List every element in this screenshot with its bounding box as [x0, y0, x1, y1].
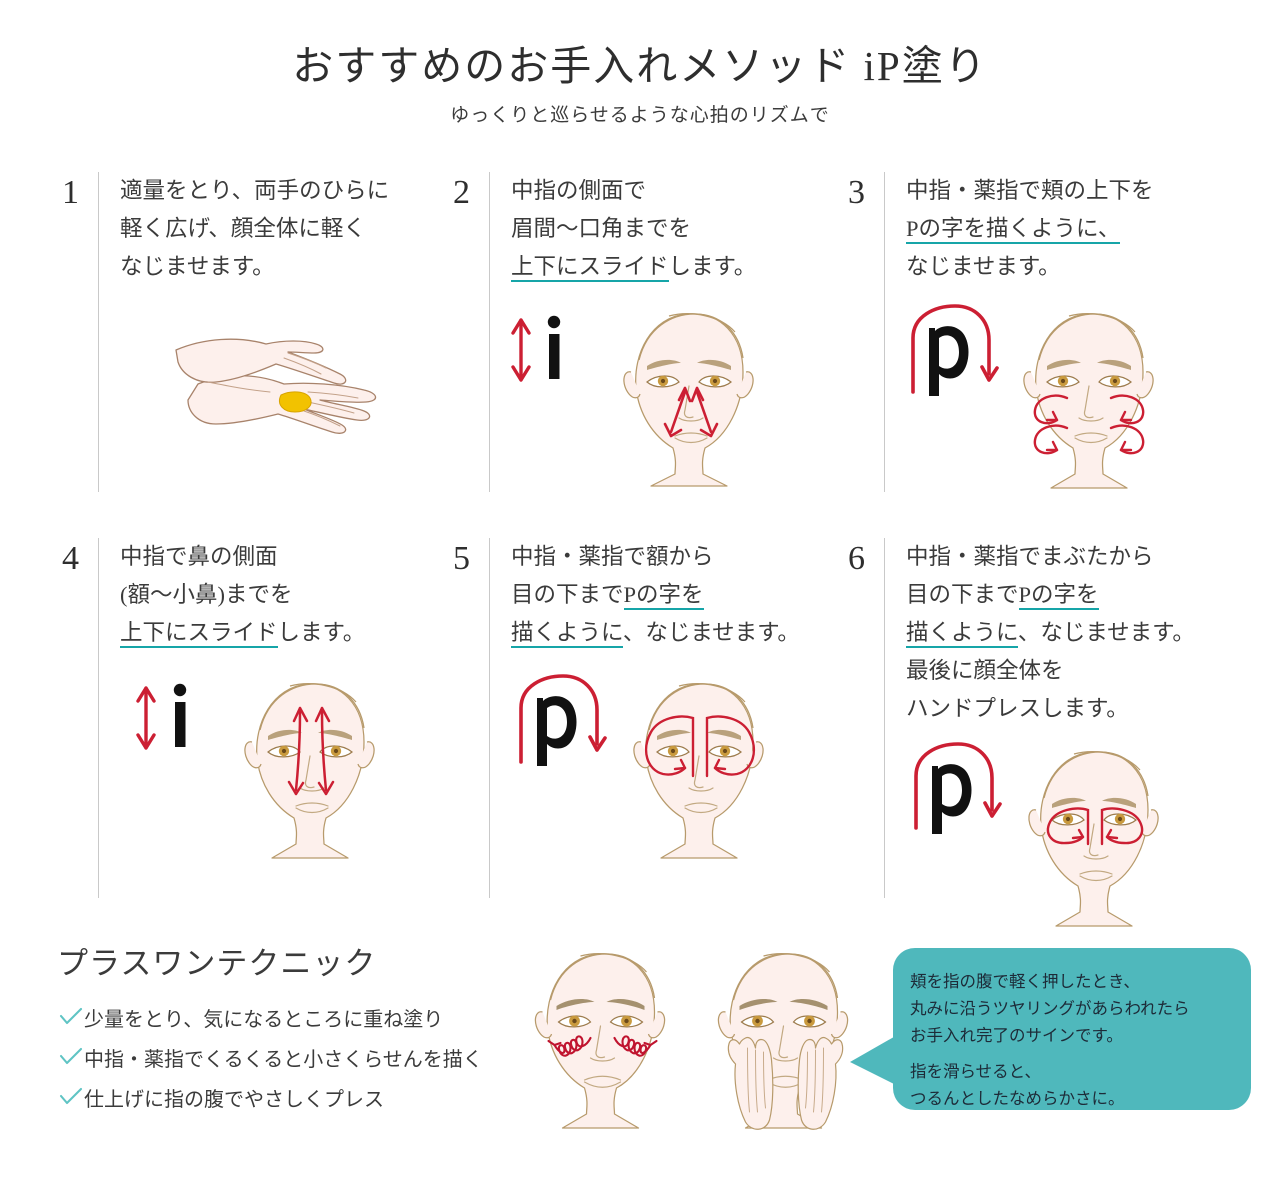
illustration-i-icon-face-forehead-nose-arrows [126, 666, 426, 861]
step-1: 1 適量をとり、両手のひらに 軽く広げ、顔全体に軽く なじませます。 [62, 172, 438, 492]
bubble-line: 頬を指の腹で軽く押したとき、 [910, 972, 1140, 991]
step-line: 描くように、なじませます。 [511, 614, 800, 652]
bubble-paragraph-gap [910, 1049, 1250, 1058]
i-icon [136, 683, 187, 750]
p-icon [519, 674, 607, 766]
step-number: 6 [848, 540, 865, 577]
illustration-i-icon-face-nose-to-mouth-arrows [499, 302, 809, 492]
illustration-p-icon-face-forehead-eye-loops [497, 666, 817, 861]
check-icon [58, 1047, 84, 1067]
step-5: 5 中指・薬指で額から 目の下までPの字を 描くように、なじませます。 [453, 538, 829, 898]
step-divider [884, 172, 885, 492]
step-text: 中指・薬指で額から 目の下までPの字を 描くように、なじませます。 [511, 538, 800, 652]
step-line: 眉間〜口角までを [511, 216, 692, 241]
step-text: 中指・薬指で頬の上下を Pの字を描くように、 なじませます。 [906, 172, 1154, 286]
plus-one-title: プラスワンテクニック [57, 946, 377, 981]
list-item-label: 少量をとり、気になるところに重ね塗り [84, 1008, 444, 1031]
step-line: ハンドプレスします。 [906, 696, 1129, 721]
step-line: Pの字を描くように、 [906, 210, 1154, 248]
step-3: 3 中指・薬指で頬の上下を Pの字を描くように、 なじませます。 [848, 172, 1224, 495]
speech-bubble-tail [848, 1028, 908, 1094]
step-text: 中指・薬指でまぶたから 目の下までPの字を 描くように、なじませます。 最後に顔… [906, 538, 1195, 728]
i-icon [511, 315, 561, 382]
step-text: 中指の側面で 眉間〜口角までを 上下にスライドします。 [511, 172, 756, 286]
plus-one-list: 少量をとり、気になるところに重ね塗り 中指・薬指でくるくると小さくらせんを描く … [58, 1000, 483, 1120]
step-line: 適量をとり、両手のひらに [120, 178, 390, 203]
bubble-line: お手入れ完了のサインです。 [910, 1026, 1123, 1045]
step-divider [98, 172, 99, 492]
illustration-two-palms-with-drop [158, 312, 408, 452]
speech-bubble-text: 頬を指の腹で軽く押したとき、 丸みに沿うツヤリングがあらわれたら お手入れ完了の… [910, 968, 1250, 1112]
step-number: 2 [453, 174, 470, 211]
step-text: 中指で鼻の側面 (額〜小鼻)までを 上下にスライドします。 [120, 538, 365, 652]
step-number: 3 [848, 174, 865, 211]
step-text: 適量をとり、両手のひらに 軽く広げ、顔全体に軽く なじませます。 [120, 172, 389, 286]
step-6: 6 中指・薬指でまぶたから 目の下までPの字を 描くように、なじませます。 最後… [848, 538, 1224, 927]
step-divider [489, 172, 490, 492]
speech-bubble [893, 948, 1251, 1110]
bubble-line: つるんとしたなめらかさに。 [910, 1089, 1125, 1108]
p-icon [911, 304, 999, 396]
step-line: 上下にスライドします。 [511, 248, 756, 286]
page-subtitle: ゆっくりと巡らせるような心拍のリズムで [450, 105, 830, 126]
step-line: 中指・薬指で頬の上下を [906, 178, 1154, 203]
step-number: 4 [62, 540, 79, 577]
bubble-line: 指を滑らせると、 [910, 1062, 1042, 1081]
bubble-line: 丸みに沿うツヤリングがあらわれたら [910, 999, 1190, 1018]
step-number: 5 [453, 540, 470, 577]
check-icon [58, 1087, 84, 1107]
list-item-label: 中指・薬指でくるくると小さくらせんを描く [84, 1048, 483, 1071]
step-4: 4 中指で鼻の側面 (額〜小鼻)までを 上下にスライドします。 [62, 538, 438, 898]
illustration-p-icon-face-cheek-loops [889, 300, 1209, 495]
step-line: 中指の側面で [511, 178, 647, 203]
p-icon [914, 742, 1002, 834]
step-line: 目の下までPの字を [511, 576, 800, 614]
step-line: なじませます。 [120, 254, 275, 279]
illustration-p-icon-face-eyelid-loops [892, 736, 1212, 927]
list-item-label: 仕上げに指の腹でやさしくプレス [84, 1088, 384, 1111]
step-divider [489, 538, 490, 898]
step-2: 2 中指の側面で 眉間〜口角までを 上下にスライドします。 [453, 172, 829, 492]
step-line: 中指で鼻の側面 [120, 544, 278, 569]
step-line: 上下にスライドします。 [120, 614, 365, 652]
step-line: 中指・薬指で額から [511, 544, 714, 569]
illustration-face-with-both-hands-pressing-cheeks [683, 940, 888, 1135]
step-line: 描くように、なじませます。 [906, 614, 1195, 652]
list-item: 中指・薬指でくるくると小さくらせんを描く [58, 1040, 483, 1074]
step-line: 目の下までPの字を [906, 576, 1195, 614]
step-line: 最後に顔全体を [906, 658, 1064, 683]
step-divider [98, 538, 99, 898]
step-line: (額〜小鼻)までを [120, 582, 293, 607]
list-item: 仕上げに指の腹でやさしくプレス [58, 1080, 483, 1114]
list-item: 少量をとり、気になるところに重ね塗り [58, 1000, 483, 1034]
step-line: なじませます。 [906, 254, 1061, 279]
step-line: 軽く広げ、顔全体に軽く [120, 216, 366, 241]
check-icon [58, 1007, 84, 1027]
page-title: おすすめのお手入れメソッド iP塗り [292, 43, 988, 89]
step-line: 中指・薬指でまぶたから [906, 544, 1154, 569]
step-divider [884, 538, 885, 898]
illustration-face-with-spiral-loops-on-cheeks [508, 940, 698, 1135]
step-number: 1 [62, 174, 79, 211]
